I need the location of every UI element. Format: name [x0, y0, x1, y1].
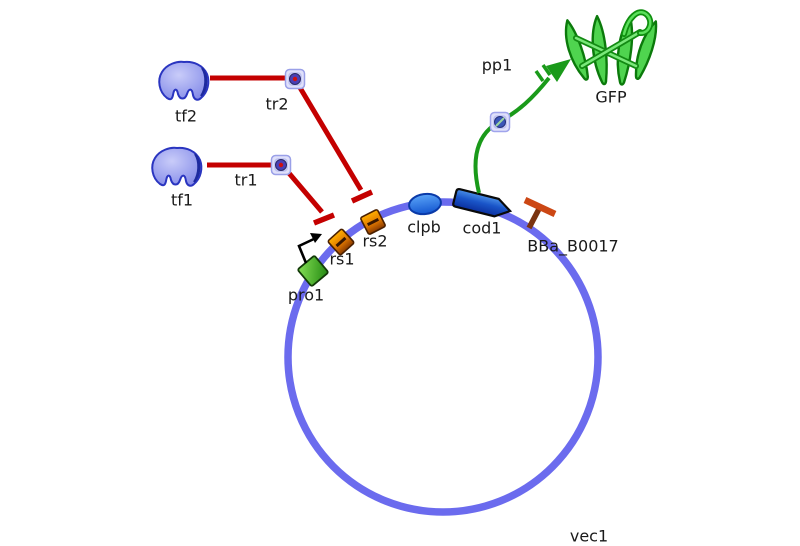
cds-cod1-glyph[interactable] — [452, 187, 513, 219]
tr1-connection-node[interactable] — [270, 154, 292, 176]
repression-link-tr2[interactable] — [210, 75, 374, 204]
label-gfp: GFP — [595, 87, 627, 107]
promoter-pro1-glyph[interactable] — [297, 233, 329, 287]
label-pp1: pp1 — [481, 55, 513, 75]
operator-rs1-glyph[interactable] — [327, 228, 355, 256]
production-arrow-pp1[interactable] — [473, 59, 571, 194]
label-vec1: vec1 — [569, 526, 609, 546]
protein-tf1-glyph[interactable] — [151, 146, 203, 187]
tr2-connection-node[interactable] — [284, 68, 306, 90]
repression-tee-bar — [350, 189, 374, 204]
label-tr2: tr2 — [265, 94, 289, 114]
terminator-bba-b0017-glyph[interactable] — [523, 197, 557, 230]
production-arrowhead — [546, 59, 571, 82]
label-bba-b0017: BBa_B0017 — [527, 236, 619, 256]
promoter-arrowhead — [310, 233, 322, 243]
operator-rs2-glyph[interactable] — [360, 209, 386, 235]
label-tf1: tf1 — [170, 190, 194, 210]
label-tf2: tf2 — [174, 106, 198, 126]
repression-tee-bar — [312, 212, 336, 226]
repression-link-tr1[interactable] — [207, 162, 336, 226]
pp1-waypoint-node[interactable] — [489, 111, 511, 133]
label-rs2: rs2 — [362, 231, 388, 251]
promoter-arrow — [297, 236, 317, 264]
label-pro1: pro1 — [287, 285, 325, 305]
production-slash-mark — [541, 63, 552, 77]
label-cod1: cod1 — [462, 218, 502, 238]
production-slash-mark — [534, 69, 545, 83]
feature-clpb-glyph[interactable] — [408, 192, 442, 216]
label-rs1: rs1 — [329, 249, 355, 269]
label-tr1: tr1 — [234, 170, 258, 190]
label-clpb: clpb — [407, 217, 441, 237]
protein-gfp-glyph[interactable] — [560, 9, 661, 86]
plasmid-backbone-circle[interactable] — [284, 198, 602, 516]
protein-tf2-glyph[interactable] — [158, 60, 210, 101]
